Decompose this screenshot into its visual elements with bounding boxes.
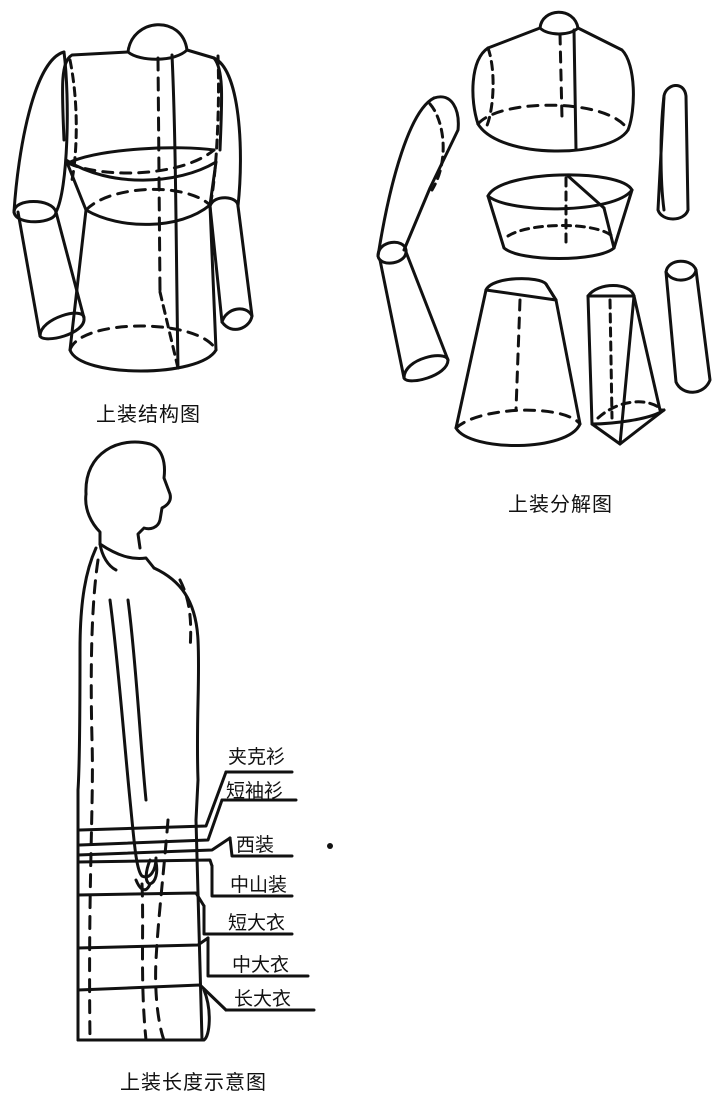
label-medium-coat: 中大衣	[232, 954, 290, 976]
label-zhongshan-suit: 中山装	[230, 874, 288, 896]
structure-caption: 上装结构图	[96, 402, 201, 426]
label-long-coat: 长大衣	[234, 988, 292, 1010]
jacket-exploded-drawing	[376, 10, 712, 447]
length-caption: 上装长度示意图	[120, 1070, 267, 1094]
label-suit: 西装	[236, 834, 275, 856]
label-jacket: 夹克衫	[228, 746, 286, 768]
exploded-caption: 上装分解图	[508, 492, 613, 516]
figure-length-drawing	[76, 440, 333, 1042]
label-short-sleeve-shirt: 短袖衫	[226, 780, 284, 802]
jacket-structure-drawing	[12, 23, 254, 373]
label-short-coat: 短大衣	[228, 912, 286, 934]
